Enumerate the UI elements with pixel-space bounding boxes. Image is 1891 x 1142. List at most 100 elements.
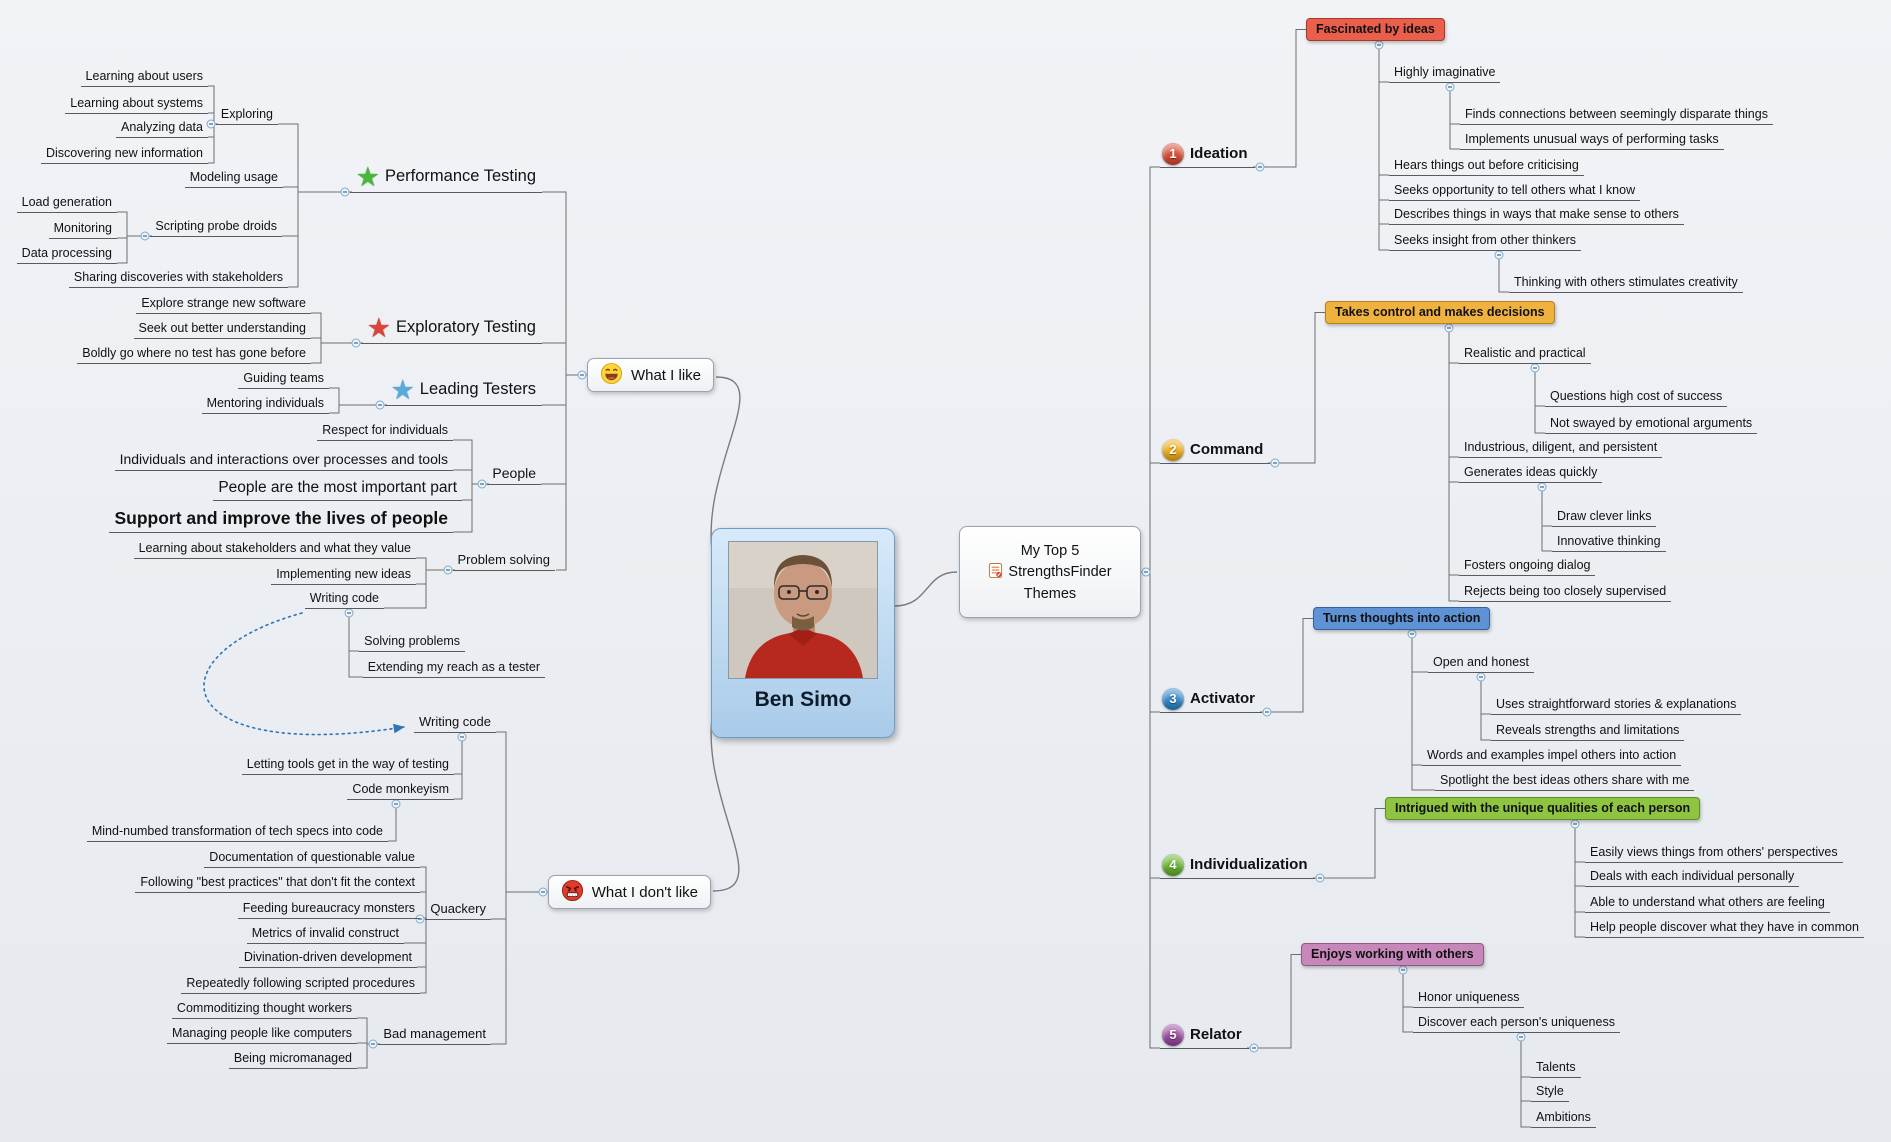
topic-code-monkeyism[interactable]: Code monkeyism [347,780,454,800]
branch-exploratory-testing[interactable]: ★ Exploratory Testing [360,314,542,344]
branch-bad-management[interactable]: Bad management [378,1024,491,1045]
topic-support-and-improve-lives[interactable]: Support and improve the lives of people [109,506,453,533]
topic-draw-clever-links[interactable]: Draw clever links [1552,507,1657,527]
header-enjoys-working-with-others[interactable]: Enjoys working with others [1301,943,1484,966]
branch-writing-code-dislike[interactable]: Writing code [413,712,496,733]
topic-repeatedly-scripted-procedures[interactable]: Repeatedly following scripted procedures [181,974,420,994]
topic-style[interactable]: Style [1531,1082,1569,1102]
topic-mind-numbed-transformation[interactable]: Mind-numbed transformation of tech specs… [86,822,388,842]
topic-realistic-practical[interactable]: Realistic and practical [1459,344,1591,364]
connector-line [1378,40,1389,176]
topic-highly-imaginative[interactable]: Highly imaginative [1389,63,1501,83]
number-4-ball-icon: 4 [1162,853,1184,876]
topic-writing-code-like[interactable]: Writing code [304,589,384,609]
topic-seeks-insight[interactable]: Seeks insight from other thinkers [1389,231,1582,251]
relationship-writing-code-link [203,612,405,736]
topic-fosters-ongoing-dialog[interactable]: Fosters ongoing dialog [1459,556,1596,576]
topic-scripting-probe-droids[interactable]: Scripting probe droids [150,217,282,237]
topic-guiding-teams[interactable]: Guiding teams [238,369,329,389]
topic-industrious-diligent[interactable]: Industrious, diligent, and persistent [1459,438,1663,458]
connector-line [1378,40,1389,251]
leading-testers-label: Leading Testers [419,380,536,398]
topic-implementing-new-ideas[interactable]: Implementing new ideas [271,565,416,585]
topic-spotlight-best-ideas[interactable]: Spotlight the best ideas others share wi… [1435,771,1695,791]
topic-generates-ideas-quickly[interactable]: Generates ideas quickly [1459,463,1603,483]
central-name-label: Ben Simo [754,688,852,711]
theme-relator[interactable]: 5 Relator [1160,1023,1249,1049]
topic-extending-my-reach[interactable]: Extending my reach as a tester [362,658,545,678]
topic-following-best-practices[interactable]: Following "best practices" that don't fi… [135,873,420,893]
topic-reveals-strengths[interactable]: Reveals strengths and limitations [1491,721,1685,741]
topic-boldly-go[interactable]: Boldly go where no test has gone before [77,344,311,364]
topic-monitoring[interactable]: Monitoring [48,219,117,239]
topic-discover-uniqueness[interactable]: Discover each person's uniqueness [1413,1013,1620,1033]
topic-data-processing[interactable]: Data processing [16,244,117,264]
what-i-like-node[interactable]: What I like [586,358,714,392]
topic-ambitions[interactable]: Ambitions [1531,1108,1596,1128]
theme-command[interactable]: 2 Command [1160,438,1271,464]
branch-leading-testers[interactable]: ★ Leading Testers [384,376,542,406]
central-node-ben-simo[interactable]: Ben Simo [711,528,895,738]
topic-learning-about-users[interactable]: Learning about users [80,67,208,87]
topic-questions-high-cost[interactable]: Questions high cost of success [1545,387,1728,407]
topic-explore-strange-software[interactable]: Explore strange new software [136,294,311,314]
topic-straightforward-stories[interactable]: Uses straightforward stories & explanati… [1491,695,1742,715]
topic-talents[interactable]: Talents [1531,1058,1581,1078]
topic-open-and-honest[interactable]: Open and honest [1428,653,1534,673]
topic-hears-things-out[interactable]: Hears things out before criticising [1389,156,1584,176]
topic-managing-people-like-computers[interactable]: Managing people like computers [167,1024,357,1044]
topic-sharing-discoveries[interactable]: Sharing discoveries with stakeholders [68,268,288,288]
header-fascinated-by-ideas[interactable]: Fascinated by ideas [1306,18,1445,41]
topic-understand-feelings[interactable]: Able to understand what others are feeli… [1585,893,1830,913]
topic-load-generation[interactable]: Load generation [16,193,117,213]
topic-deals-individually[interactable]: Deals with each individual personally [1585,867,1800,887]
topic-finds-connections[interactable]: Finds connections between seemingly disp… [1460,105,1773,125]
header-intrigued-unique-qualities[interactable]: Intrigued with the unique qualities of e… [1385,797,1701,820]
topic-respect-for-individuals[interactable]: Respect for individuals [317,421,453,441]
topic-rejects-supervision[interactable]: Rejects being too closely supervised [1459,582,1672,602]
topic-commoditizing-thought-workers[interactable]: Commoditizing thought workers [171,999,357,1019]
performance-testing-label: Performance Testing [384,167,536,185]
topic-words-impel-action[interactable]: Words and examples impel others into act… [1422,746,1682,766]
connector-line [1541,482,1552,552]
topic-feeding-bureaucracy-monsters[interactable]: Feeding bureaucracy monsters [237,899,420,919]
topic-mentoring-individuals[interactable]: Mentoring individuals [201,394,329,414]
topic-analyzing-data[interactable]: Analyzing data [115,118,208,138]
topic-thinking-with-others[interactable]: Thinking with others stimulates creativi… [1509,273,1743,293]
topic-solving-problems[interactable]: Solving problems [359,632,465,652]
topic-learning-about-stakeholders[interactable]: Learning about stakeholders and what the… [133,539,416,559]
topic-exploring[interactable]: Exploring [215,105,278,125]
topic-people-most-important[interactable]: People are the most important part [213,477,462,501]
topic-individuals-and-interactions[interactable]: Individuals and interactions over proces… [114,449,453,471]
topic-describes-things[interactable]: Describes things in ways that make sense… [1389,205,1684,225]
number-3-ball-icon: 3 [1162,687,1184,710]
branch-problem-solving[interactable]: Problem solving [452,550,555,571]
topic-divination-driven-development[interactable]: Divination-driven development [238,948,417,968]
topic-discover-in-common[interactable]: Help people discover what they have in c… [1585,918,1864,938]
topic-being-micromanaged[interactable]: Being micromanaged [228,1049,357,1069]
topic-seeks-opportunity[interactable]: Seeks opportunity to tell others what I … [1389,181,1641,201]
topic-documentation-questionable[interactable]: Documentation of questionable value [204,848,420,868]
topic-learning-about-systems[interactable]: Learning about systems [65,94,208,114]
topic-metrics-invalid-construct[interactable]: Metrics of invalid construct [246,924,404,944]
header-turns-thoughts-into-action[interactable]: Turns thoughts into action [1313,607,1491,630]
theme-individualization[interactable]: 4 Individualization [1160,853,1315,879]
topic-letting-tools-get-in-way[interactable]: Letting tools get in the way of testing [241,755,454,775]
topic-innovative-thinking[interactable]: Innovative thinking [1552,532,1666,552]
theme-command-label: Command [1190,441,1264,458]
header-takes-control[interactable]: Takes control and makes decisions [1325,301,1555,324]
topic-not-swayed[interactable]: Not swayed by emotional arguments [1545,414,1758,434]
branch-performance-testing[interactable]: ★ Performance Testing [349,163,542,193]
what-i-dont-like-node[interactable]: What I don't like [547,875,711,909]
topic-implements-unusual-ways[interactable]: Implements unusual ways of performing ta… [1460,130,1724,150]
hub-top5-strengthsfinder[interactable]: My Top 5 StrengthsFinder Themes [959,526,1141,618]
topic-discovering-new-information[interactable]: Discovering new information [40,144,208,164]
theme-activator[interactable]: 3 Activator [1160,687,1263,713]
topic-modeling-usage[interactable]: Modeling usage [184,168,283,188]
branch-people[interactable]: People [487,463,541,485]
theme-ideation[interactable]: 1 Ideation [1160,142,1255,168]
topic-seek-better-understanding[interactable]: Seek out better understanding [133,319,311,339]
branch-quackery[interactable]: Quackery [425,899,491,920]
topic-views-others-perspectives[interactable]: Easily views things from others' perspec… [1585,843,1843,863]
topic-honor-uniqueness[interactable]: Honor uniqueness [1413,988,1525,1008]
